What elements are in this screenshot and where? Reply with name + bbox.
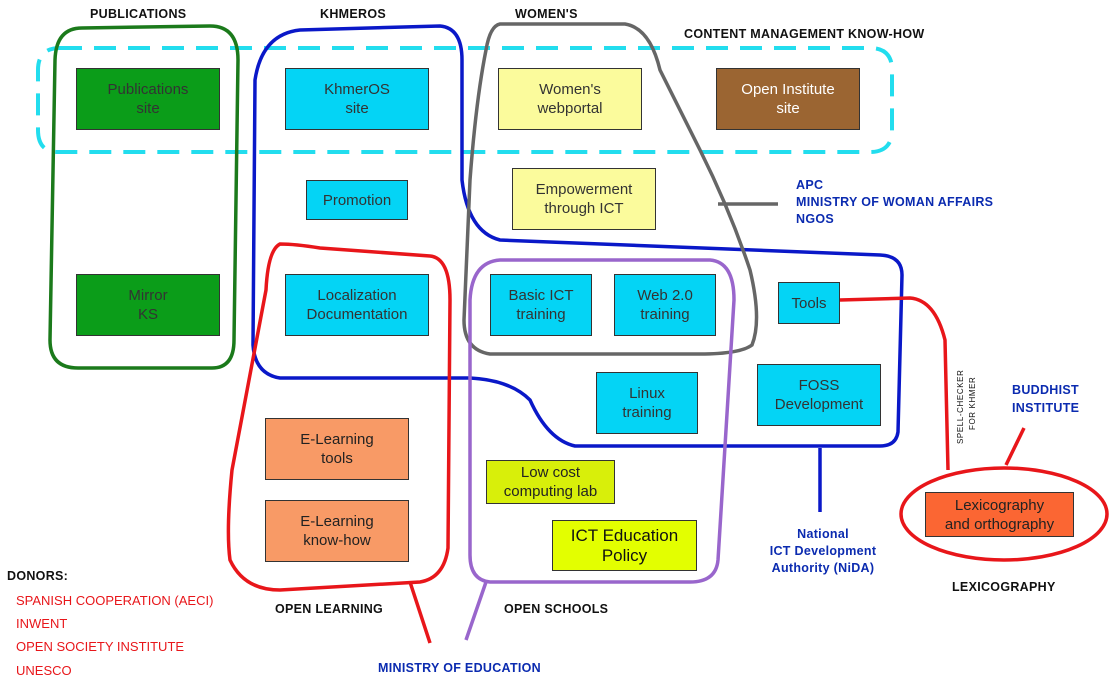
publications-outline (48, 24, 240, 370)
donor-item: SPANISH COOPERATION (AECI) (16, 593, 214, 608)
partner-ngos: NGOS (796, 212, 835, 226)
spell-checker-label-line1: SPELL-CHECKER (956, 369, 965, 445)
group-label-open-learning: OPEN LEARNING (275, 602, 384, 616)
donor-item: UNESCO (16, 663, 72, 678)
low-cost-lab-box: Low cost computing lab (486, 460, 615, 504)
khmeros-outline (251, 24, 904, 448)
partner-nida-line2: ICT Development (769, 544, 877, 558)
open-learning-outline (226, 242, 452, 592)
basic-ict-training-box: Basic ICT training (490, 274, 592, 336)
content-management-outline (36, 46, 894, 154)
web20-training-box: Web 2.0 training (614, 274, 716, 336)
partner-ministry-woman-affairs: MINISTRY OF WOMAN AFFAIRS (796, 195, 994, 209)
partner-apc: APC (796, 178, 824, 192)
foss-development-box: FOSS Development (757, 364, 881, 426)
lexicography-orthography-box: Lexicography and orthography (925, 492, 1074, 537)
buddhist-institute-connector (1004, 427, 1026, 466)
localization-documentation-box: Localization Documentation (285, 274, 429, 336)
womens-webportal-box: Women's webportal (498, 68, 642, 130)
promotion-box: Promotion (306, 180, 408, 220)
donor-item: OPEN SOCIETY INSTITUTE (16, 639, 185, 654)
open-learning-ministry-connector (408, 581, 432, 644)
group-label-womens: WOMEN'S (515, 7, 578, 21)
group-label-content-management: CONTENT MANAGEMENT KNOW-HOW (684, 27, 925, 41)
partner-ministry-education: MINISTRY OF EDUCATION (378, 661, 542, 675)
group-label-lexicography: LEXICOGRAPHY (952, 580, 1056, 594)
elearning-tools-box: E-Learning tools (265, 418, 409, 480)
elearning-knowhow-box: E-Learning know-how (265, 500, 409, 562)
partner-buddhist-institute-line1: BUDDHIST (1012, 383, 1079, 397)
womens-outline (462, 22, 759, 356)
partner-nida-line3: Authority (NiDA) (771, 561, 875, 575)
partner-buddhist-institute-line2: INSTITUTE (1012, 401, 1080, 415)
partner-nida-line1: National (797, 527, 849, 541)
group-label-khmeros: KHMEROS (320, 7, 386, 21)
spell-checker-label-line2: FOR KHMER (968, 376, 977, 430)
tools-box: Tools (778, 282, 840, 324)
tools-spellchecker-connector (839, 296, 950, 471)
publications-site-box: Publications site (76, 68, 220, 130)
lexicography-outline (899, 466, 1109, 562)
khmeros-site-box: KhmerOS site (285, 68, 429, 130)
empowerment-box: Empowerment through ICT (512, 168, 656, 230)
donors-heading: DONORS: (7, 569, 69, 583)
open-schools-ministry-connector (464, 581, 488, 641)
open-institute-site-box: Open Institute site (716, 68, 860, 130)
group-label-publications: PUBLICATIONS (90, 7, 187, 21)
group-label-open-schools: OPEN SCHOOLS (504, 602, 609, 616)
ict-education-policy-box: ICT Education Policy (552, 520, 697, 571)
donor-item: INWENT (16, 616, 68, 631)
open-schools-outline (468, 258, 736, 584)
linux-training-box: Linux training (596, 372, 698, 434)
mirror-ks-box: Mirror KS (76, 274, 220, 336)
